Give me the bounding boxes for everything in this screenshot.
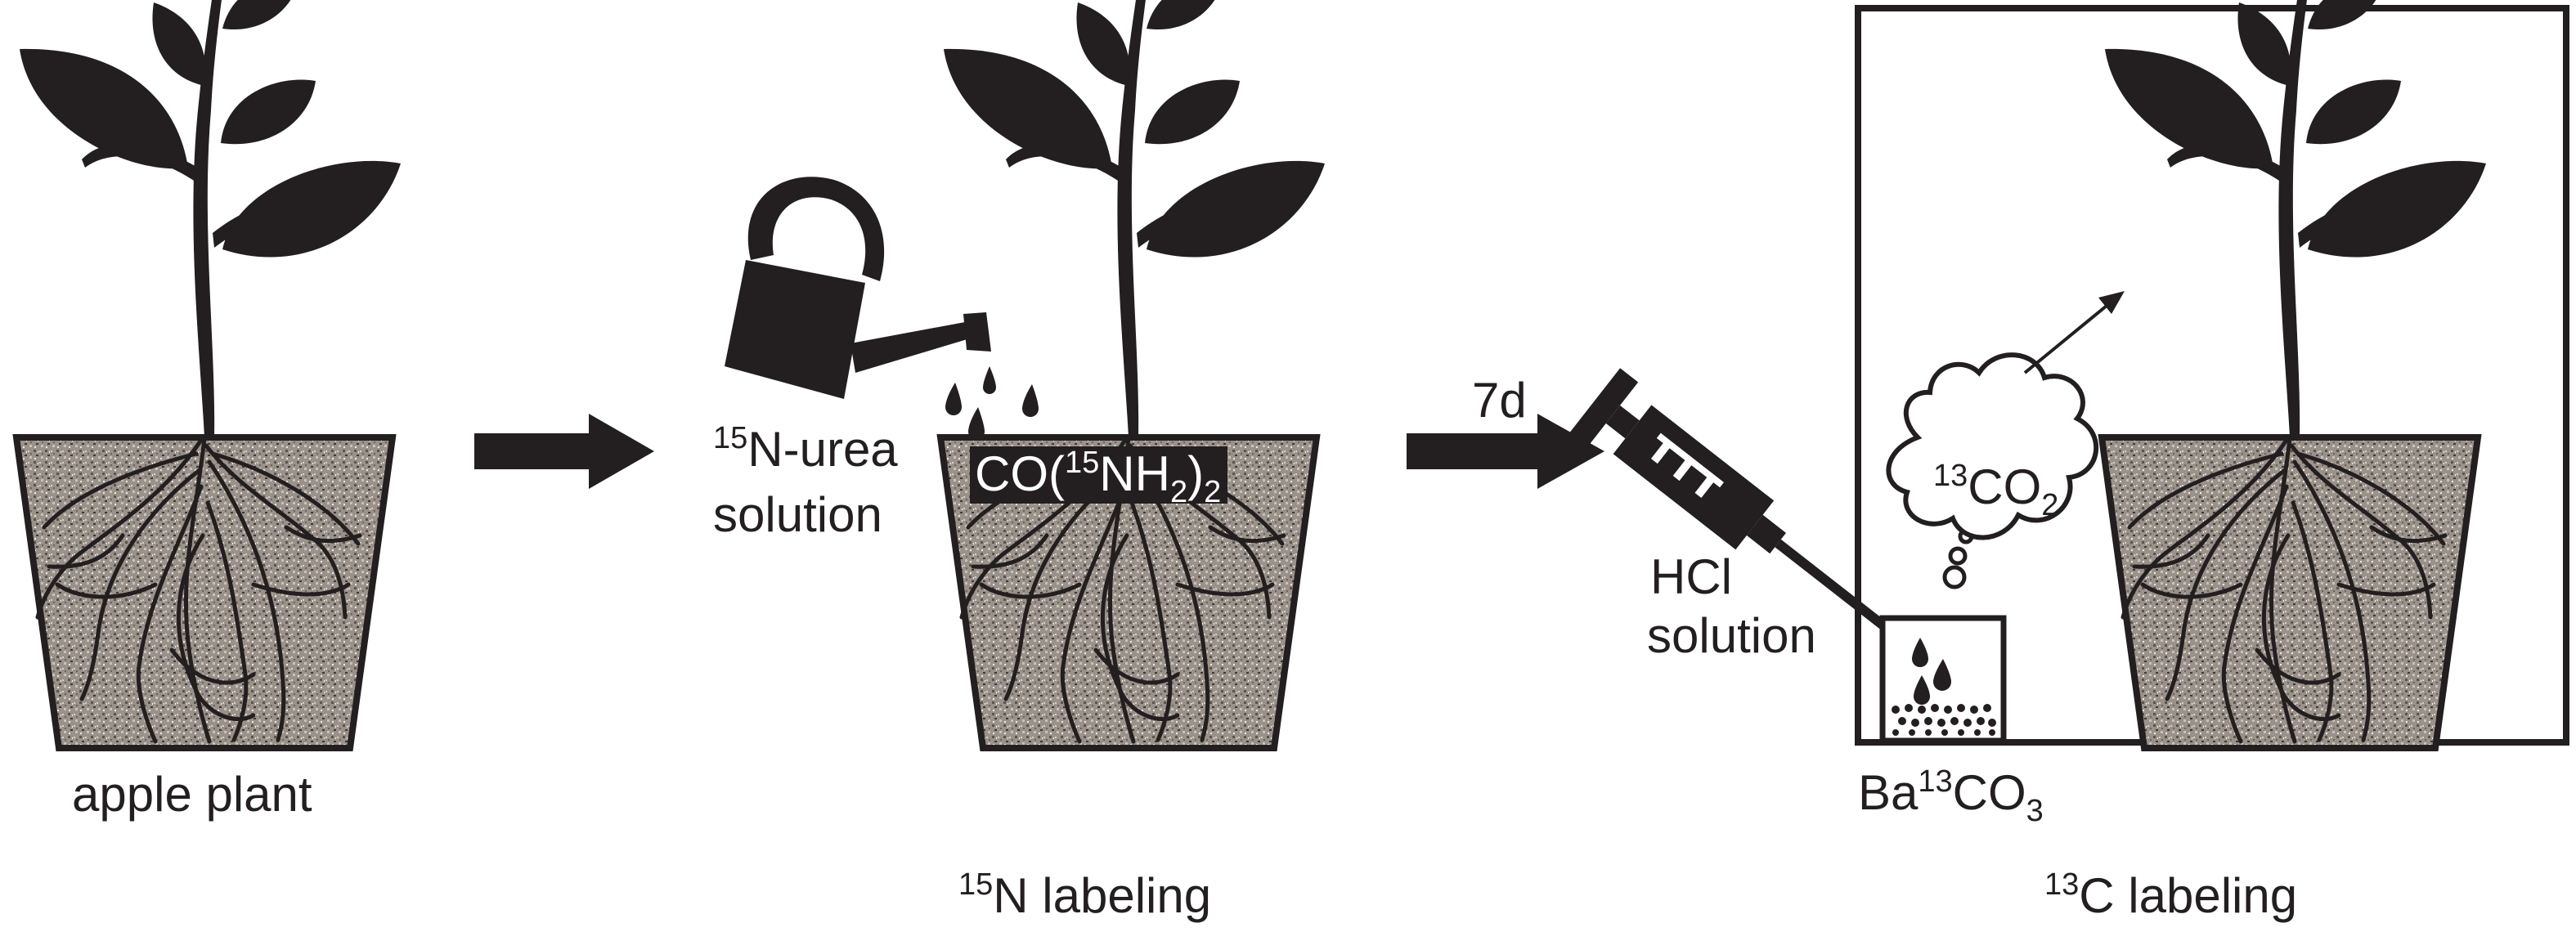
plant-icon (944, 0, 1325, 437)
pot-icon (2102, 437, 2478, 748)
water-drops (945, 366, 1039, 440)
arrow-icon (1407, 414, 1604, 489)
pot-icon (16, 437, 393, 748)
urea-solution-label-line2: solution (713, 487, 882, 542)
hcl-solution-label: HCl (1650, 549, 1732, 604)
plant-icon (20, 0, 401, 437)
apple-plant-3 (2102, 0, 2486, 748)
apple-plant-label: apple plant (72, 767, 312, 822)
hcl-solution-label-line2: solution (1647, 608, 1816, 663)
n-labeling-stage-label: 15N labeling (958, 867, 1212, 923)
urea-solution-label: 15N-urea (713, 421, 898, 477)
barium-carbonate-label: Ba13CO3 (1858, 764, 2044, 828)
plant-icon (2105, 0, 2486, 437)
apple-plant-1 (16, 0, 401, 748)
apple-plant-2 (940, 0, 1325, 748)
cloud-icon (1886, 352, 2099, 540)
c-labeling-stage-label: 13C labeling (2044, 867, 2298, 923)
gas-bubbles (1942, 528, 1974, 589)
co2-label: 13CO2 (1933, 459, 2059, 522)
urea-formula-label: CO(15NH2)2 (970, 446, 1228, 508)
watering-can-icon (725, 177, 991, 399)
arrow-icon (474, 414, 654, 489)
arrow-icon (2023, 291, 2125, 374)
syringe-icon (1569, 368, 1904, 643)
interval-label: 7d (1472, 373, 1527, 428)
beaker-icon (1879, 615, 2007, 744)
